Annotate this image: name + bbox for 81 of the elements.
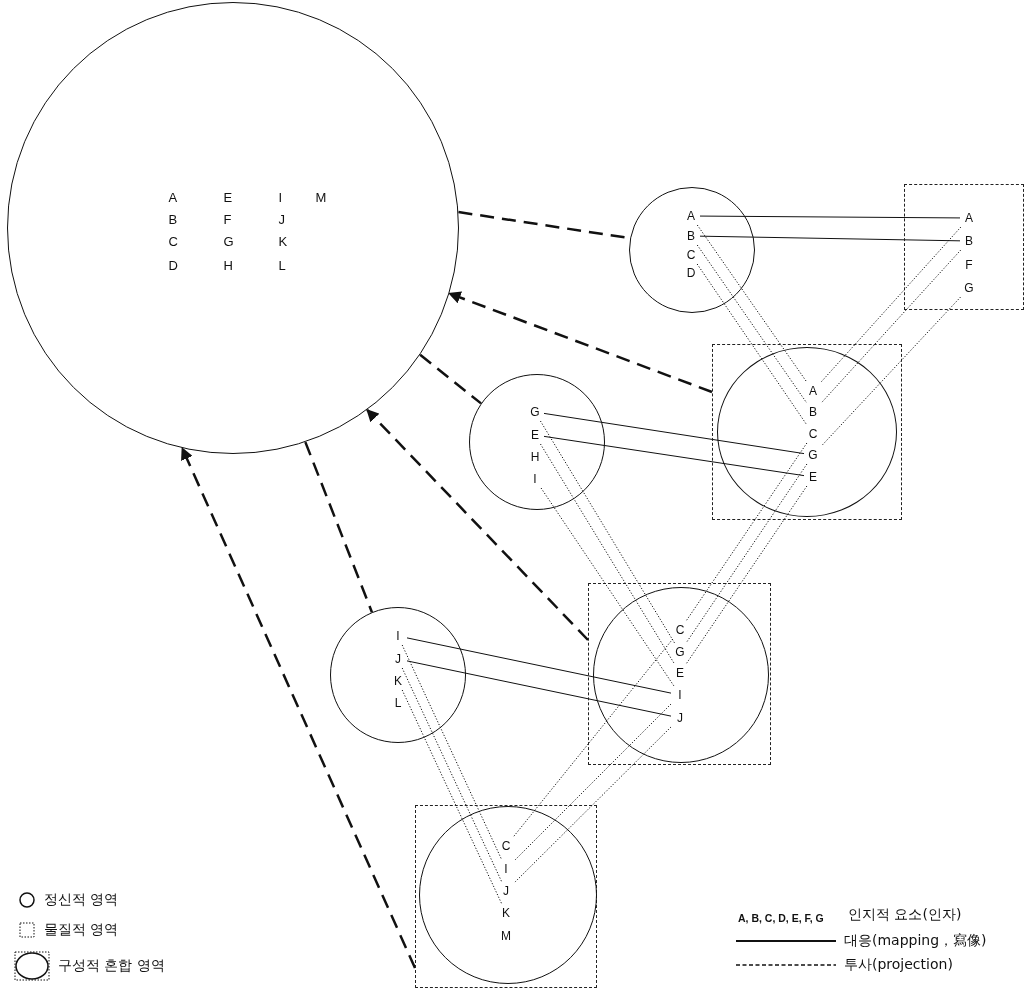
space-frame [904,184,1024,310]
element-letter: I [528,471,542,487]
element-letter: D [684,265,698,281]
element-letter: C [673,622,687,638]
element-letter: H [528,449,542,465]
projection-line [401,689,503,905]
element-letter: J [391,651,405,667]
element-letter: G [528,404,542,420]
projection-line [696,244,808,404]
element-letter: C [684,247,698,263]
element-letter: A [684,208,698,224]
projection-arrow [448,291,713,394]
mapping-line [543,435,805,477]
mapping-line [406,637,672,694]
element-letter: K [391,673,405,689]
projection-line [512,638,674,838]
element-letter: I [499,861,513,877]
element-letter: G [962,280,976,296]
projection-arrow [366,409,589,641]
element-letter: C [806,426,820,442]
element-letter: F [223,211,232,228]
element-letter: B [806,404,820,420]
element-letter: J [673,710,687,726]
element-letter: G [806,447,820,463]
element-letter: L [391,695,405,711]
legend-text: 대응(mapping，寫像) [844,932,987,950]
projection-line [820,226,962,383]
element-letter: B [962,233,976,249]
element-letter: A [168,189,178,206]
legend-text: 정신적 영역 [44,891,119,909]
projection-line [685,463,808,644]
projection-line [685,442,808,622]
element-letter: A [962,210,976,226]
element-letter: K [499,905,513,921]
element-letter: G [673,644,687,660]
projection-line [540,487,675,687]
legend-text: 투사(projection) [844,956,953,974]
element-letter: B [684,228,698,244]
element-letter: E [223,189,233,206]
element-letter: A [806,383,820,399]
mapping-line [406,660,672,717]
element-letter: G [223,233,234,250]
legend-text: 인지적 요소(인자) [848,906,962,924]
projection-line [540,443,675,665]
projection-line [514,726,672,883]
element-letter: J [499,883,513,899]
element-letter: C [499,838,513,854]
mapping-line [699,215,961,219]
projection-line [820,296,962,447]
element-letter: H [223,257,233,274]
element-letter: I [391,628,405,644]
element-letter: L [278,257,286,274]
projection-line [685,485,808,665]
projection-line [514,703,672,861]
projection-line [419,353,482,405]
legend-text: 구성적 혼합 영역 [58,957,165,975]
projection-arrow [181,447,417,969]
projection-line [304,441,374,613]
projection-line [696,263,808,426]
projection-line [696,224,808,383]
element-letter: M [315,189,327,206]
projection-line [820,249,962,404]
mapping-line [699,235,961,242]
element-letter: D [168,257,178,274]
projection-line [401,667,503,883]
element-letter: F [962,257,976,273]
element-letter: E [528,427,542,443]
mapping-line [543,412,805,455]
legend-text: 물질적 영역 [44,921,119,939]
element-letter-list: A, B, C, D, E, F, G [738,912,824,924]
element-letter: E [806,469,820,485]
element-letter: I [673,687,687,703]
element-letter: I [278,189,283,206]
element-letter: J [278,211,285,228]
element-letter: E [673,665,687,681]
element-letter: K [278,233,288,250]
element-letter: B [168,211,178,228]
element-letter: M [499,928,513,944]
element-letter: C [168,233,178,250]
projection-line [401,644,503,861]
projection-line [539,420,676,644]
